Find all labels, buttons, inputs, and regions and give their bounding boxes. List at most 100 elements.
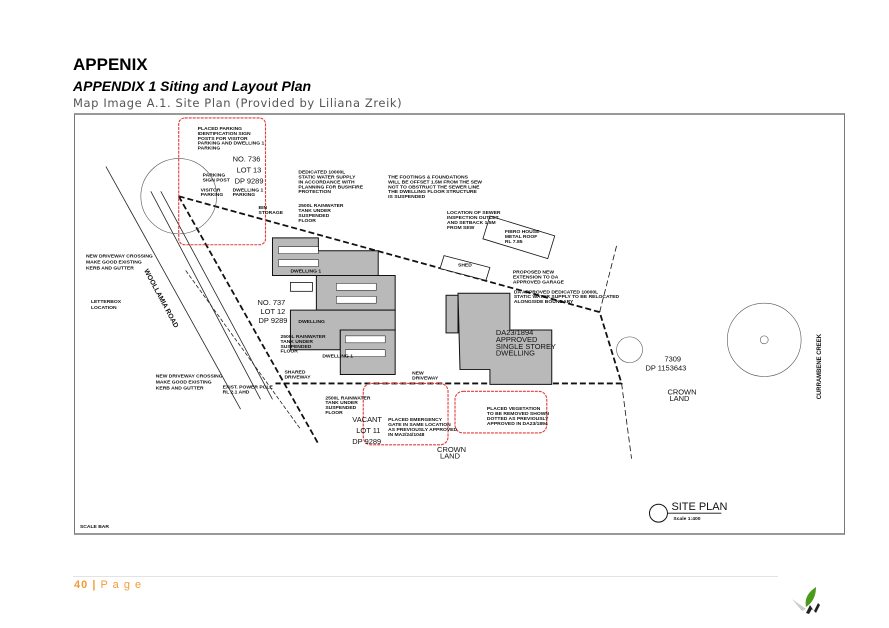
svg-text:FLOOR: FLOOR	[325, 410, 343, 416]
site-plan-drawing: NO. 736 LOT 13 DP 9289 NO. 737 LOT 12 DP…	[80, 117, 823, 530]
svg-text:LAND: LAND	[669, 394, 690, 403]
svg-text:PARKING: PARKING	[203, 172, 226, 178]
svg-text:SITE PLAN: SITE PLAN	[671, 501, 727, 513]
revision-clouds	[178, 117, 548, 446]
svg-text:APPROVED IN DA23/1894: APPROVED IN DA23/1894	[487, 421, 548, 427]
lot-boundary	[177, 195, 632, 459]
svg-text:TANK UNDER: TANK UNDER	[280, 339, 313, 345]
svg-text:THE DWELLING FLOOR STRUCTURE: THE DWELLING FLOOR STRUCTURE	[388, 189, 477, 195]
svg-text:NEW DRIVEWAY CROSSING: NEW DRIVEWAY CROSSING	[86, 254, 153, 260]
footer-divider	[73, 576, 778, 577]
svg-text:PLANNING FOR BUSHFIRE: PLANNING FOR BUSHFIRE	[298, 184, 363, 190]
site-plan-figure: NO. 736 LOT 13 DP 9289 NO. 737 LOT 12 DP…	[74, 113, 845, 535]
svg-text:METAL ROOF: METAL ROOF	[505, 234, 537, 240]
windows	[278, 246, 386, 357]
appendix-title: APPENDIX 1 Siting and Layout Plan	[73, 78, 312, 94]
turning-circle	[140, 158, 802, 377]
svg-text:LAND: LAND	[440, 452, 461, 461]
crown-land-label: CROWN LAND CROWN LAND	[437, 387, 696, 460]
svg-text:CROWN: CROWN	[437, 445, 466, 454]
dp-1153643: DP 1153643	[646, 364, 687, 373]
lot-11-lot: LOT 11	[356, 426, 380, 435]
company-logo-icon	[792, 587, 820, 614]
svg-text:GATE IN SAME LOCATION: GATE IN SAME LOCATION	[388, 422, 451, 428]
svg-text:IS SUSPENDED: IS SUSPENDED	[388, 194, 425, 200]
site-plan-title: SITE PLAN Scale 1:400	[649, 501, 727, 523]
lot-736-lot: LOT 13	[237, 165, 262, 174]
svg-text:PROPOSED NEW: PROPOSED NEW	[513, 269, 554, 275]
svg-text:NOT TO OBSTRUCT THE SEWER LINE: NOT TO OBSTRUCT THE SEWER LINE	[388, 184, 480, 190]
svg-text:DA23/1894: DA23/1894	[496, 328, 533, 337]
svg-text:SUSPENDED: SUSPENDED	[280, 344, 311, 350]
svg-text:NEW DRIVEWAY CROSSING: NEW DRIVEWAY CROSSING	[156, 374, 223, 380]
svg-text:FIBRO HOUSE: FIBRO HOUSE	[505, 229, 540, 235]
svg-text:TO BE REMOVED SHOWN: TO BE REMOVED SHOWN	[487, 411, 549, 417]
sheds	[290, 215, 556, 292]
road-label: WOOLLAMIA ROAD	[142, 268, 179, 329]
svg-text:KERB AND GUTTER: KERB AND GUTTER	[156, 385, 204, 391]
approved-dwelling-label: DA23/1894 APPROVED SINGLE STOREY DWELLIN…	[496, 328, 556, 358]
svg-text:MAKE GOOD EXISTING: MAKE GOOD EXISTING	[156, 379, 212, 385]
svg-text:FROM SEW: FROM SEW	[447, 225, 475, 231]
svg-text:VISITOR: VISITOR	[201, 187, 221, 193]
svg-text:FLOOR: FLOOR	[298, 218, 316, 224]
lot-737-no: NO. 737	[258, 298, 286, 307]
svg-text:SUSPENDED: SUSPENDED	[325, 405, 356, 411]
svg-text:SIGN POST: SIGN POST	[203, 177, 230, 183]
svg-text:AND SETBACK 1.5M: AND SETBACK 1.5M	[447, 220, 496, 226]
page-footer: 40 | P a g e	[74, 579, 142, 591]
svg-text:SHARED: SHARED	[284, 370, 305, 376]
svg-text:PLACED VEGETATION: PLACED VEGETATION	[487, 406, 541, 412]
svg-text:MAKE GOOD EXISTING: MAKE GOOD EXISTING	[86, 260, 142, 266]
svg-text:BIN: BIN	[259, 205, 268, 211]
svg-text:EXIST. POWER POLE: EXIST. POWER POLE	[223, 384, 274, 390]
svg-text:POSTS FOR VISITOR: POSTS FOR VISITOR	[198, 136, 248, 142]
svg-text:LOCATION: LOCATION	[91, 305, 117, 311]
svg-text:IDENTIFICATION SIGN: IDENTIFICATION SIGN	[198, 131, 251, 137]
svg-text:WILL BE OFFSET 1.5M FROM THE S: WILL BE OFFSET 1.5M FROM THE SEW	[388, 179, 482, 185]
svg-text:ALONGSIDE BOUNDARY: ALONGSIDE BOUNDARY	[514, 299, 574, 305]
svg-text:PLACED EMERGENCY: PLACED EMERGENCY	[388, 417, 443, 423]
svg-text:LOCATION OF SEWER: LOCATION OF SEWER	[447, 210, 501, 216]
annotation-notes: LETTERBOX LOCATION NEW DRIVEWAY CROSSING…	[86, 126, 620, 438]
lot-737-lot: LOT 12	[261, 307, 286, 316]
svg-text:STORAGE: STORAGE	[259, 210, 284, 216]
lot-737-dp: DP 9289	[259, 316, 288, 325]
svg-text:LETTERBOX: LETTERBOX	[91, 299, 122, 305]
svg-text:KERB AND GUTTER: KERB AND GUTTER	[86, 266, 134, 272]
svg-text:INSPECTION OUTLET: INSPECTION OUTLET	[447, 215, 499, 221]
svg-text:IN MA2/24/1048: IN MA2/24/1048	[388, 432, 424, 438]
svg-text:STATIC WATER SUPPLY TO BE RELO: STATIC WATER SUPPLY TO BE RELOCATED	[514, 294, 620, 300]
svg-text:DWELLING: DWELLING	[496, 349, 535, 358]
svg-text:STATIC WATER SUPPLY: STATIC WATER SUPPLY	[298, 174, 356, 180]
scale-bar-label: SCALE BAR	[80, 524, 109, 530]
svg-text:APPROVED GARAGE: APPROVED GARAGE	[513, 279, 565, 285]
lot-7309: 7309	[664, 355, 681, 364]
svg-text:TANK UNDER: TANK UNDER	[298, 208, 331, 214]
svg-text:AS PREVIOUSLY APPROVED: AS PREVIOUSLY APPROVED	[388, 427, 457, 433]
creek-label: CURRAMBENE CREEK	[817, 333, 823, 399]
svg-text:PLACED PARKING: PLACED PARKING	[198, 126, 243, 132]
svg-text:NEW: NEW	[412, 371, 424, 377]
page-separator: |	[92, 579, 97, 591]
svg-text:PARKING: PARKING	[198, 146, 221, 152]
svg-text:TANK UNDER: TANK UNDER	[325, 400, 358, 406]
svg-text:DWELLING 1: DWELLING 1	[233, 187, 264, 193]
svg-text:APPROVED: APPROVED	[496, 335, 538, 344]
svg-text:DRIVEWAY: DRIVEWAY	[412, 375, 439, 381]
svg-text:PARKING AND DWELLING 1: PARKING AND DWELLING 1	[198, 141, 265, 147]
svg-text:IN ACCORDANCE WITH: IN ACCORDANCE WITH	[298, 179, 355, 185]
svg-text:FLOOR: FLOOR	[280, 349, 298, 355]
svg-text:PARKING: PARKING	[233, 192, 256, 198]
lot-736-dp: DP 9289	[235, 176, 264, 185]
svg-text:DEDICATED 10000L: DEDICATED 10000L	[298, 169, 345, 175]
svg-text:2500L RAINWATER: 2500L RAINWATER	[325, 395, 371, 401]
dwelling-label: DWELLING	[298, 319, 325, 325]
svg-text:2500L RAINWATER: 2500L RAINWATER	[280, 334, 326, 340]
svg-text:CROWN: CROWN	[667, 387, 696, 396]
page-number: 40	[74, 579, 89, 591]
svg-text:2500L RAINWATER: 2500L RAINWATER	[298, 203, 344, 209]
svg-text:RL 7.85: RL 7.85	[505, 239, 523, 245]
svg-text:EXTENSION TO DA: EXTENSION TO DA	[513, 274, 559, 280]
svg-text:SHED: SHED	[458, 263, 472, 269]
